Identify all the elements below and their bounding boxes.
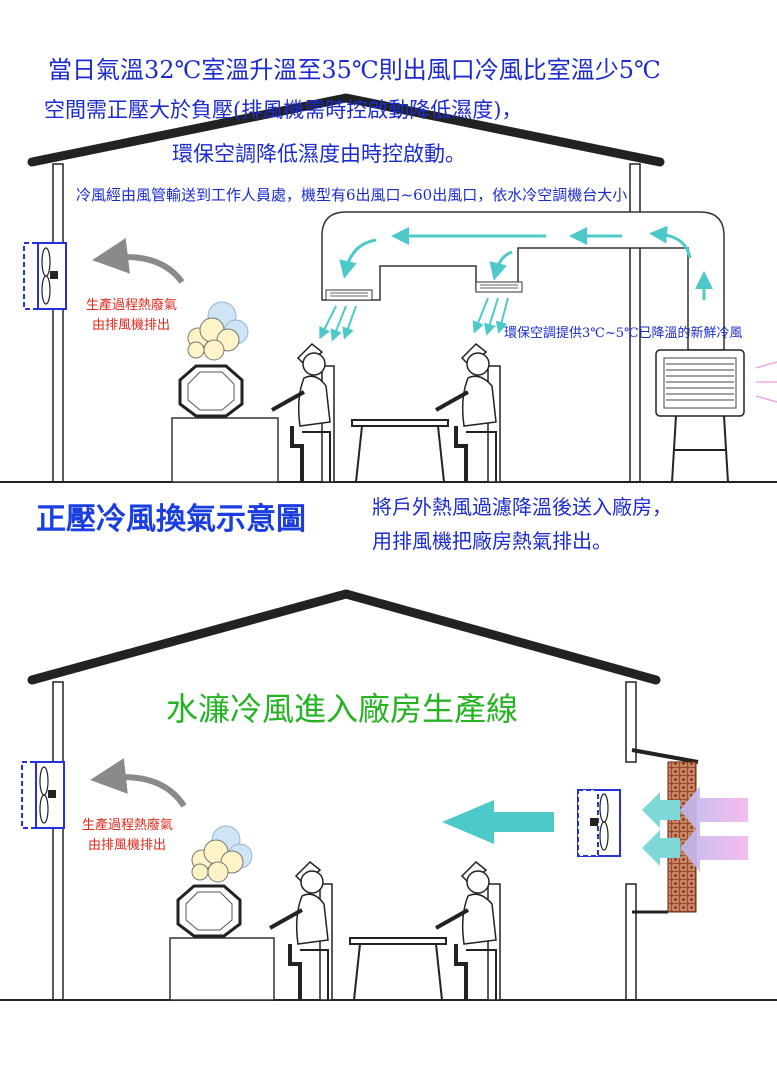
intake-fan-icon — [577, 789, 621, 857]
cooler-note: 環保空調提供3℃~5℃已降溫的新鮮冷風 — [504, 326, 743, 341]
description-line-2: 用排風機把廠房熱氣排出。 — [372, 529, 612, 553]
header-line-1: 當日氣溫32℃室溫升溫至35℃則出風口冷風比室溫少5℃ — [48, 56, 661, 84]
exhaust-fan-2-icon — [21, 761, 65, 829]
house-2 — [0, 589, 777, 1001]
table-2 — [349, 937, 447, 1001]
air-duct — [319, 211, 725, 351]
house-1 — [0, 93, 777, 483]
steam-cloud-2-icon — [191, 825, 253, 883]
worker-2 — [435, 342, 501, 483]
exhaust-note-1: 生產過程熱廢氣 由排風機排出 — [86, 296, 177, 336]
machine-2 — [169, 884, 275, 1001]
exhaust-arrow — [92, 237, 185, 284]
worker-3 — [269, 860, 333, 1001]
air-cooler-unit — [655, 349, 777, 483]
exhaust-arrow-2 — [90, 758, 187, 808]
cool-air-arrows — [442, 792, 680, 866]
table-1 — [351, 419, 449, 483]
machine-1 — [171, 364, 279, 483]
hot-air-arrows — [680, 786, 748, 872]
exhaust-fan-icon — [23, 242, 67, 310]
worker-4 — [435, 860, 501, 1001]
exhaust-note-2-line2: 由排風機排出 — [88, 838, 167, 853]
diagram-1-description: 將戶外熱風過濾降溫後送入廠房， 用排風機把廠房熱氣排出。 — [372, 490, 672, 558]
worker-1 — [271, 342, 335, 483]
exhaust-note-1-line1: 生產過程熱廢氣 — [86, 298, 178, 313]
header-line-2: 空間需正壓大於負壓(排風機需時控啟動降低濕度)， — [44, 98, 523, 122]
diagram-2-title: 水濂冷風進入廠房生產線 — [166, 690, 519, 728]
diagram-1-title: 正壓冷風換氣示意圖 — [36, 502, 306, 537]
exhaust-note-1-line2: 由排風機排出 — [92, 318, 171, 333]
description-line-1: 將戶外熱風過濾降溫後送入廠房， — [372, 495, 672, 519]
duct-note: 冷風經由風管輸送到工作人員處，機型有6出風口~60出風口，依水冷空調機台大小 — [76, 186, 628, 204]
steam-cloud-icon — [187, 301, 249, 361]
header-line-3: 環保空調降低濕度由時控啟動。 — [172, 142, 466, 166]
exhaust-note-2-line1: 生產過程熱廢氣 — [82, 818, 174, 833]
exhaust-note-2: 生產過程熱廢氣 由排風機排出 — [82, 816, 173, 856]
